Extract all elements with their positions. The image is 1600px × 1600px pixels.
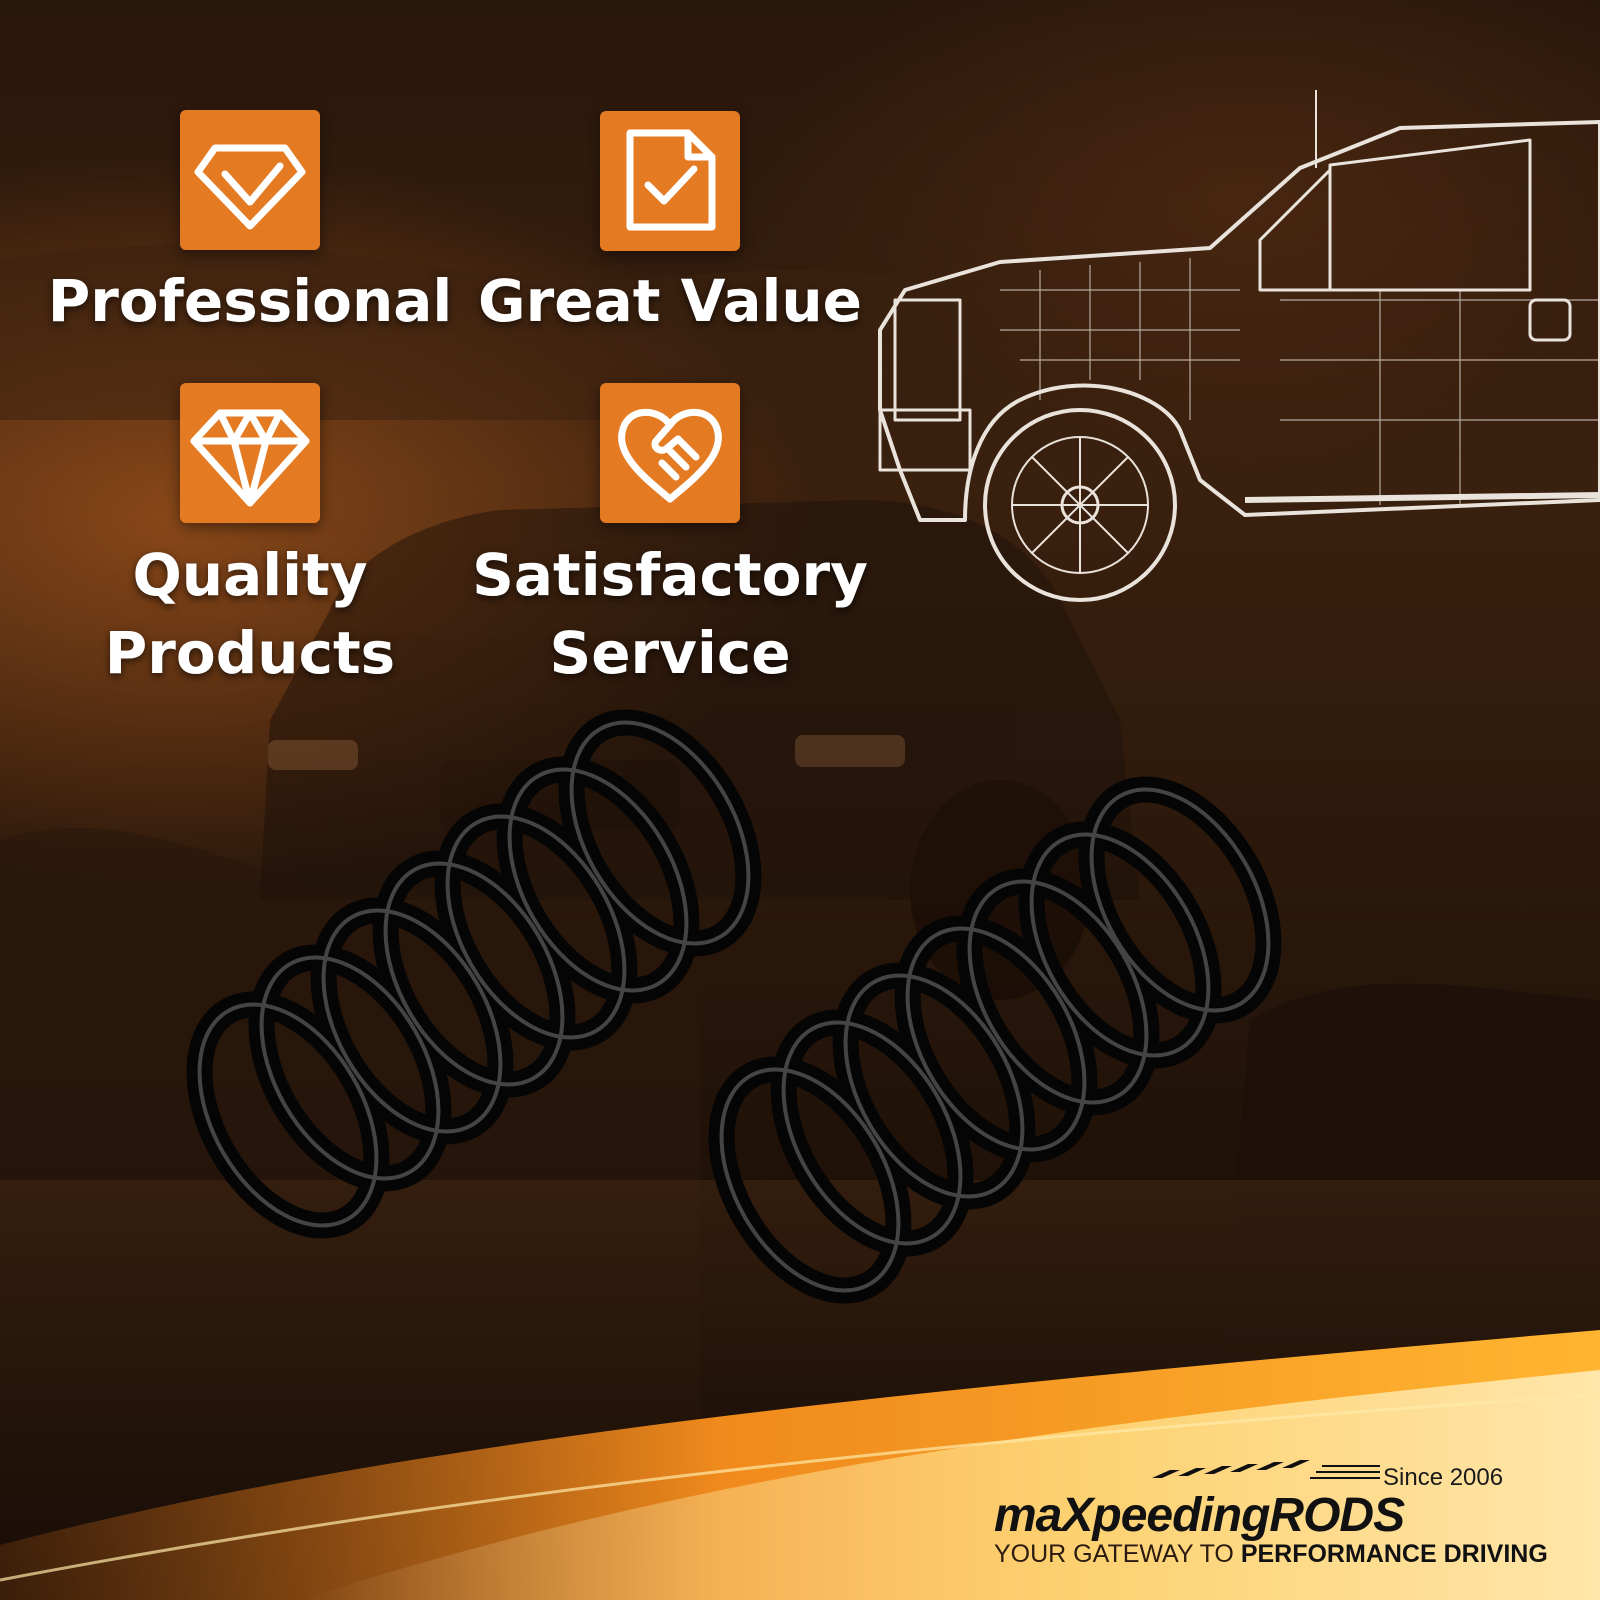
- document-check-icon: [626, 129, 716, 231]
- diamond-check-icon: [194, 144, 306, 230]
- feature-label: Great Value: [478, 267, 862, 335]
- logo-wordmark: maXpeedingRODS: [994, 1489, 1405, 1542]
- orange-swoosh: [0, 1330, 1600, 1600]
- coil-spring-left: [186, 709, 762, 1239]
- feature-icon-box: [180, 110, 320, 250]
- tagline-regular: YOUR GATEWAY TO: [994, 1540, 1241, 1568]
- gem-icon: [190, 409, 310, 507]
- feature-icon-box: [600, 383, 740, 523]
- feature-icon-box: [600, 111, 740, 251]
- tagline-bold: PERFORMANCE DRIVING: [1240, 1540, 1548, 1568]
- tagline: YOUR GATEWAY TO PERFORMANCE DRIVING: [994, 1540, 1548, 1569]
- since-text: Since 2006: [1383, 1464, 1504, 1491]
- feature-label-line-2: Products: [104, 619, 396, 687]
- feature-label-line-2: Service: [549, 619, 791, 687]
- heart-handshake-icon: [618, 408, 722, 503]
- feature-label-line-1: Satisfactory: [472, 541, 868, 609]
- feature-label: Professional: [47, 267, 453, 335]
- feature-icon-box: [180, 383, 320, 523]
- logo-speed-stripes: [1152, 1460, 1380, 1479]
- coil-spring-right: [708, 776, 1282, 1304]
- feature-label-line-1: Quality: [132, 541, 368, 609]
- wireframe-truck: [878, 90, 1600, 602]
